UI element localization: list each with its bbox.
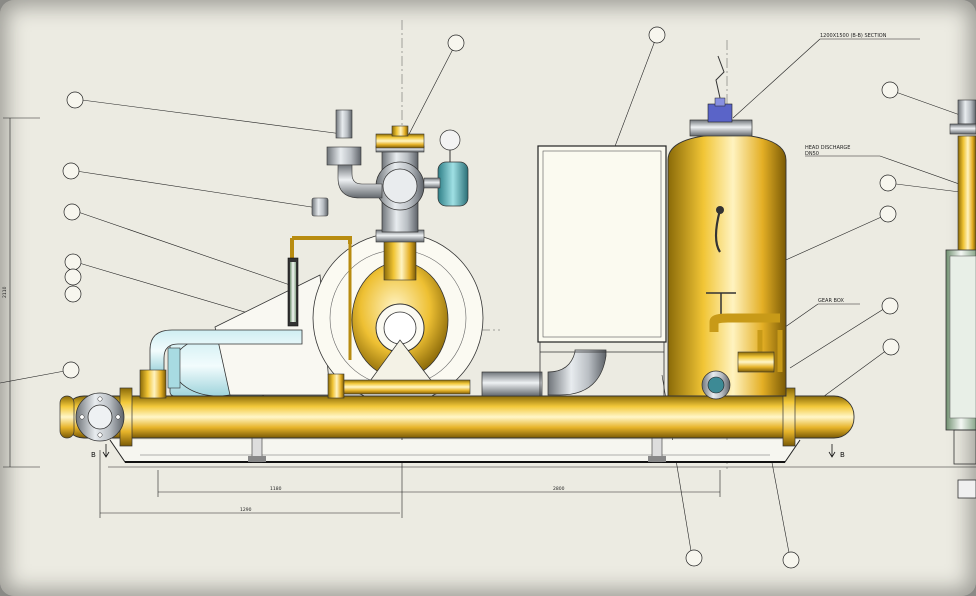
side-view-partial [945,99,976,499]
vent-elbow [326,109,383,199]
dimension-lines [3,117,976,518]
discharge-elbow [481,349,607,397]
pressure-vessel [667,55,787,400]
balloon [64,253,82,271]
balloon [782,551,800,569]
balloon [881,81,899,99]
section-markers: B B [91,444,845,459]
section-mark-left: B [91,451,96,459]
note-mid-right: HEAD DISCHARGE [805,145,850,151]
balloon [648,26,666,44]
span-lower-dimension: 1290 [240,507,252,513]
control-panel [537,145,667,396]
balloon [882,338,900,356]
suction-pipe [149,329,303,373]
item-balloons [62,26,900,569]
balloon [447,34,465,52]
balloon [879,205,897,223]
balloon [66,91,84,109]
balloon [64,268,82,286]
balloon [685,549,703,567]
pump-assembly [312,229,484,404]
strainer-column [375,125,425,233]
balloon [62,361,80,379]
balloon [62,162,80,180]
balloon [64,285,82,303]
balloon [63,203,81,221]
span-left-dimension: 1180 [270,486,282,492]
note-top-right: 1200X1500 (B-B) SECTION [820,33,887,39]
callout-notes: 1200X1500 (B-B) SECTION HEAD DISCHARGE D… [805,33,887,304]
note-mid-right-2: DN50 [805,151,819,157]
balloon [881,297,899,315]
dimension-text: 2110 1180 2800 1290 [2,286,565,513]
span-right-dimension: 2800 [553,486,565,492]
main-header-pipe [59,369,855,447]
height-dimension: 2110 [2,286,8,298]
level-indicator [287,197,352,360]
section-mark-right: B [840,451,845,459]
note-gear-box: GEAR BOX [818,298,844,304]
balloon [879,174,897,192]
pressure-transmitter [423,129,469,207]
